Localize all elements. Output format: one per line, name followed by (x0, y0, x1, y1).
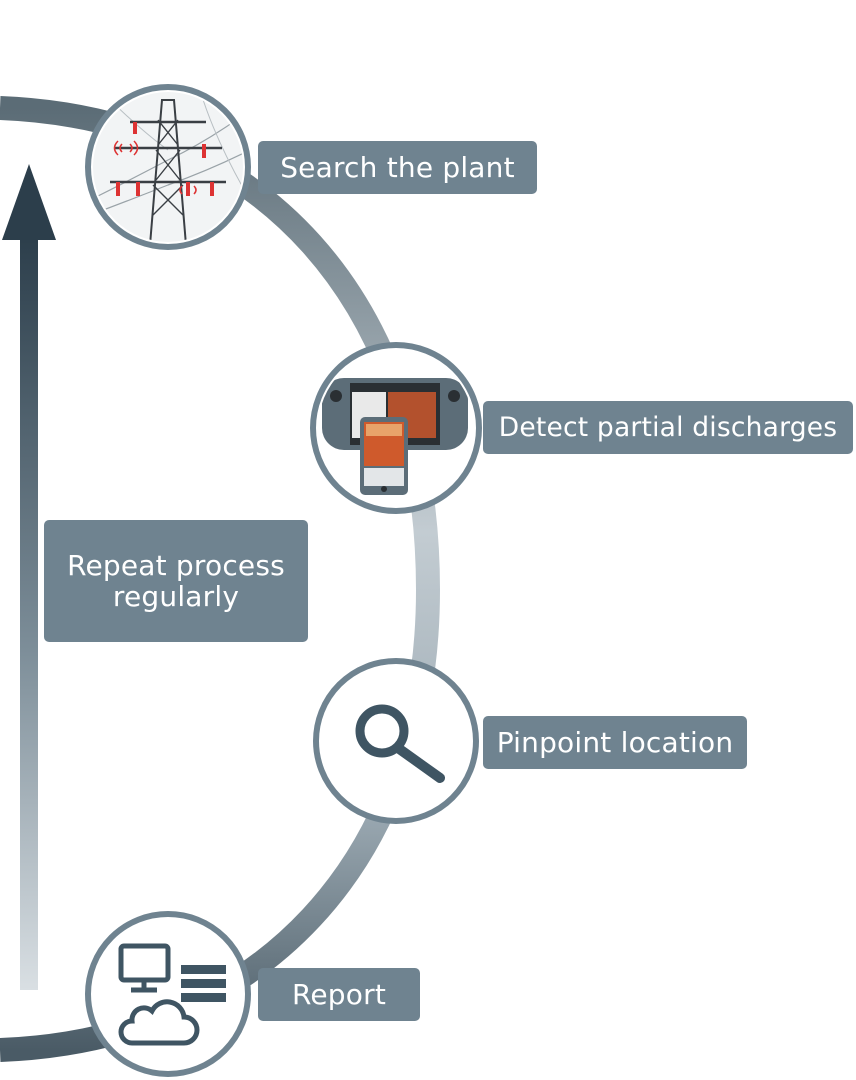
handheld-detector-icon (322, 378, 468, 495)
monitor-server-cloud-icon (118, 943, 226, 1046)
step-pinpoint-circle (313, 658, 479, 824)
repeat-process-label: Repeat process regularly (44, 520, 308, 642)
magnifier-icon (355, 704, 445, 783)
power-tower-icon (93, 92, 243, 242)
step-report-circle (85, 911, 251, 1077)
step-search-circle (85, 84, 251, 250)
step-label-detect: Detect partial discharges (483, 401, 853, 454)
step-label-report: Report (258, 968, 420, 1021)
step-label-pinpoint: Pinpoint location (483, 716, 747, 769)
repeat-label-line2: regularly (112, 580, 240, 613)
repeat-arrow (2, 164, 56, 990)
step-label-search: Search the plant (258, 141, 537, 194)
step-detect-circle (310, 342, 482, 514)
repeat-label-line1: Repeat process (67, 549, 285, 582)
